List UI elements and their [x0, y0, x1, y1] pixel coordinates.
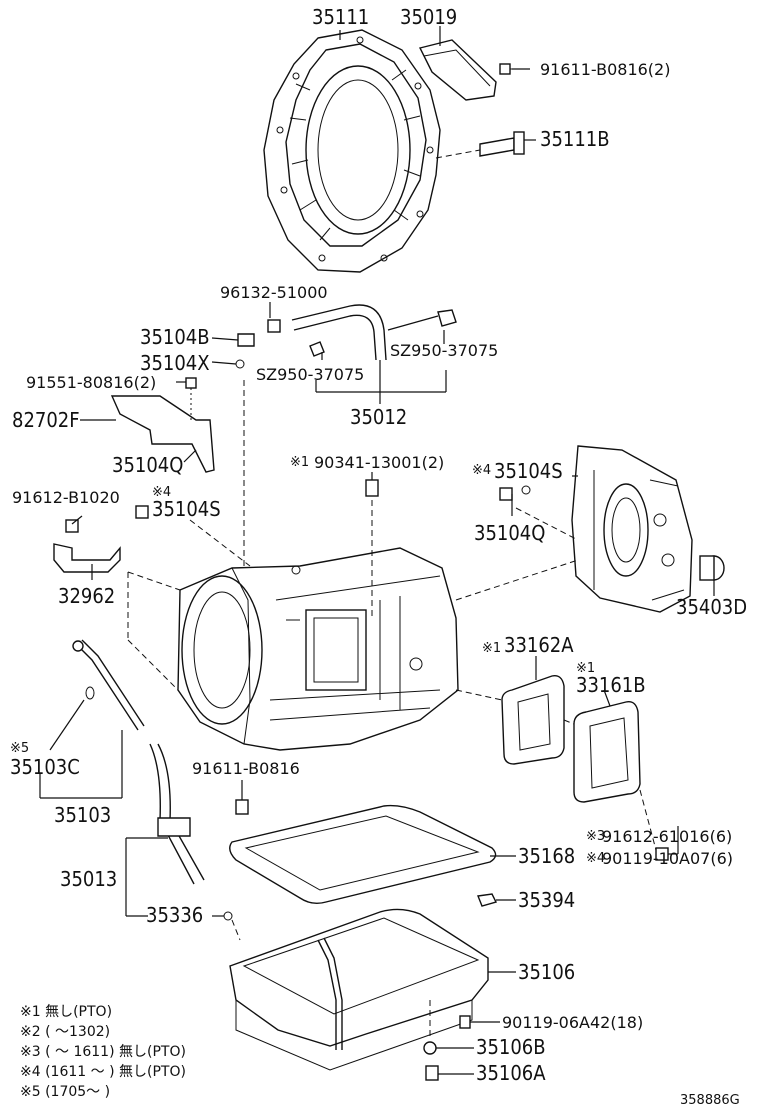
leader-lines [39, 26, 715, 1075]
label-91612-61016-6[interactable]: 91612-61016(6) [602, 827, 732, 846]
label-35106b[interactable]: 35106B [476, 1035, 546, 1059]
footnote-5: ※5 (1705～ ) [20, 1084, 110, 1100]
label-96132-51000[interactable]: 96132-51000 [220, 283, 328, 302]
label-91551-80816-2[interactable]: 91551-80816(2) [26, 373, 156, 392]
label-33162a[interactable]: 33162A [504, 633, 574, 657]
label-35104s-right[interactable]: 35104S [494, 459, 563, 483]
part-labels: 35111 35019 91611-B0816(2) 35111B 96132-… [10, 5, 747, 1085]
label-35104q-left[interactable]: 35104Q [112, 453, 183, 477]
mark-1-33161b: ※1 [576, 661, 595, 676]
footnote-4: ※4 (1611 ～ ) 無し(PTO) [20, 1064, 186, 1080]
right-small-parts-drawing [499, 485, 531, 501]
plug-90341-drawing [365, 479, 379, 497]
label-35104x[interactable]: 35104X [140, 351, 210, 375]
footnote-1: ※1 無し(PTO) [20, 1004, 112, 1020]
label-91611-b0816[interactable]: 91611-B0816 [192, 759, 300, 778]
bolt-91611-b0816-single-drawing [235, 799, 249, 815]
label-35104s-left[interactable]: 35104S [152, 497, 221, 521]
bracket-82702f-drawing [110, 377, 215, 519]
mark-1-33162a: ※1 [482, 641, 501, 656]
label-90119-06a42-18[interactable]: 90119-06A42(18) [502, 1013, 643, 1032]
footnote-2: ※2 ( ～1302) [20, 1024, 110, 1040]
label-91612-b1020[interactable]: 91612-B1020 [12, 488, 120, 507]
label-35103c[interactable]: 35103C [10, 755, 80, 779]
bolt-35111b-drawing [435, 131, 525, 159]
label-90341-13001-2[interactable]: 90341-13001(2) [314, 453, 444, 472]
label-35168[interactable]: 35168 [518, 844, 575, 868]
footnotes: ※1 無し(PTO) ※2 ( ～1302) ※3 ( ～ 1611) 無し(P… [20, 1004, 186, 1100]
mark-5: ※5 [10, 741, 29, 756]
label-sz950-37075-left[interactable]: SZ950-37075 [256, 365, 364, 384]
label-35394[interactable]: 35394 [518, 888, 575, 912]
label-82702f[interactable]: 82702F [12, 408, 80, 432]
gasket-33161b-drawing [573, 701, 641, 803]
gasket-35168-drawing [229, 804, 497, 905]
diagram-code: 358886G [680, 1093, 740, 1108]
mark-4-bottom: ※4 [586, 851, 605, 866]
label-35111[interactable]: 35111 [312, 5, 369, 29]
label-sz950-37075-right[interactable]: SZ950-37075 [390, 341, 498, 360]
label-33161b[interactable]: 33161B [576, 673, 646, 697]
drain-bolts-drawing [423, 1000, 471, 1081]
mark-3: ※3 [586, 829, 605, 844]
dipstick-drawing [72, 639, 145, 731]
label-35104q-right[interactable]: 35104Q [474, 521, 545, 545]
label-35336[interactable]: 35336 [146, 903, 203, 927]
extension-housing-drawing [571, 445, 693, 613]
bracket-35019-drawing [418, 39, 497, 101]
label-35104b[interactable]: 35104B [140, 325, 210, 349]
label-90119-10a07-6[interactable]: 90119-10A07(6) [602, 849, 733, 868]
label-32962[interactable]: 32962 [58, 584, 115, 608]
label-35013[interactable]: 35013 [60, 867, 117, 891]
gasket-33162a-drawing [501, 675, 565, 765]
label-35403d[interactable]: 35403D [676, 595, 747, 619]
label-35106a[interactable]: 35106A [476, 1061, 546, 1085]
label-91611-b0816-2[interactable]: 91611-B0816(2) [540, 60, 670, 79]
label-35111b[interactable]: 35111B [540, 127, 610, 151]
magnet-35394-drawing [477, 893, 498, 907]
label-35103[interactable]: 35103 [54, 803, 111, 827]
footnote-3: ※3 ( ～ 1611) 無し(PTO) [20, 1044, 186, 1060]
label-35019[interactable]: 35019 [400, 5, 457, 29]
mark-4-left: ※4 [152, 485, 171, 500]
mark-4-right: ※4 [472, 463, 491, 478]
transmission-case-drawing [127, 380, 459, 751]
breather-hose-drawing [235, 304, 457, 369]
plug-35403d-drawing [699, 555, 725, 581]
label-35106[interactable]: 35106 [518, 960, 575, 984]
filler-tube-drawing [149, 743, 241, 941]
transmission-housing-drawing [263, 29, 441, 273]
mark-1-90341: ※1 [290, 455, 309, 470]
bracket-32962-drawing [53, 519, 121, 573]
label-35012[interactable]: 35012 [350, 405, 407, 429]
oil-pan-drawing [229, 908, 489, 1071]
